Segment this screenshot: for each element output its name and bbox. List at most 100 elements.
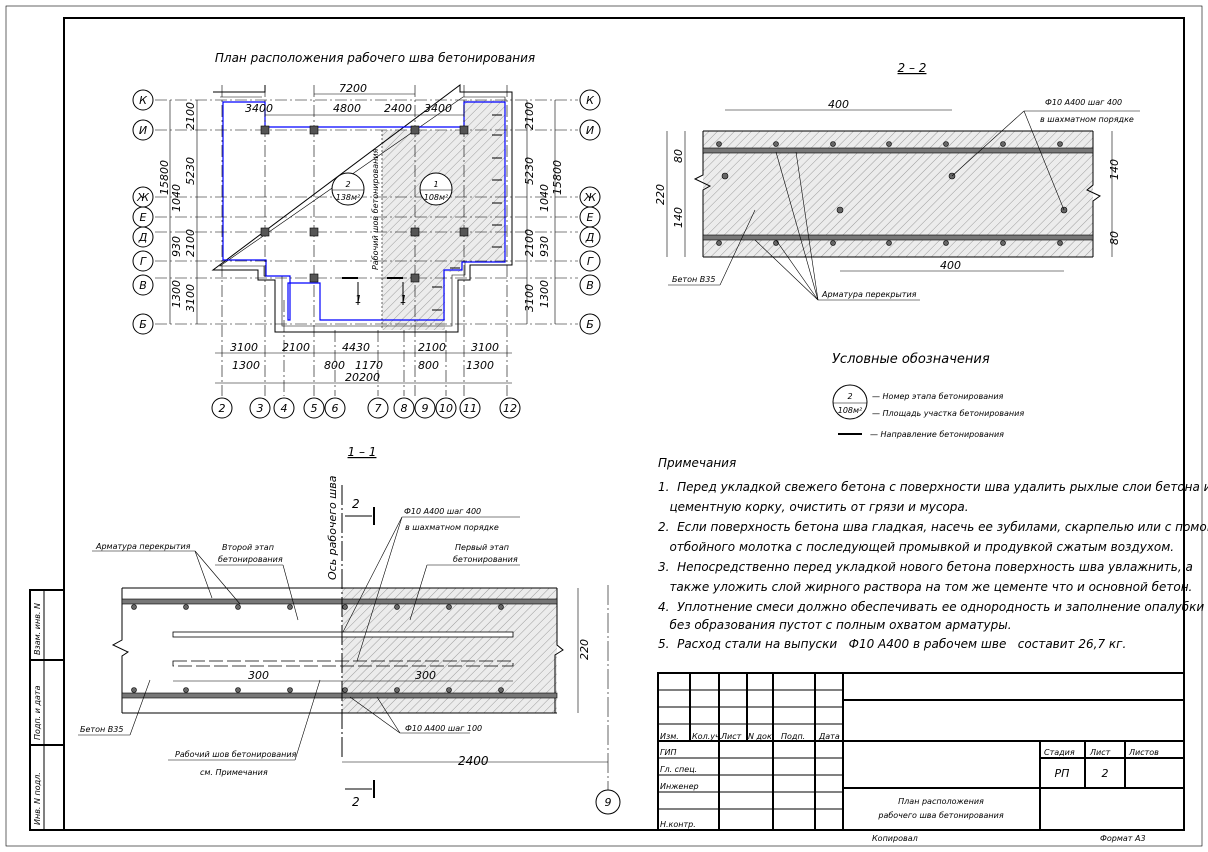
rebar-rod: [1057, 141, 1063, 147]
col-axis-bubble: 8: [393, 397, 415, 419]
col-axis-bubble: 9: [414, 397, 436, 419]
right-dimensions: 2100 5230 15800 1040 930 2100 1300 3100: [523, 100, 564, 324]
floor-plan: План расположения рабочего шва бетониров…: [132, 51, 601, 419]
seam-label: Рабочий шов бетонирования: [371, 148, 380, 270]
drawing-text: 6: [332, 402, 339, 415]
rebar-rod: [943, 240, 949, 246]
legend: Условные обозначения 2 108м² — Номер эта…: [832, 352, 1024, 439]
col-axes: [221, 85, 508, 396]
drawing-text: Второй этап: [222, 543, 274, 552]
section-title: 2 – 2: [898, 61, 927, 75]
drawing-text: Ф10 А400 шаг 100: [405, 724, 482, 733]
stage1-marker: 1 108м²: [419, 172, 453, 206]
rebar-rod: [394, 687, 400, 693]
drawing-text: 1040: [538, 184, 551, 212]
drawing-text: 12: [503, 402, 517, 415]
drawing-text: в шахматном порядке: [1040, 115, 1134, 124]
drawing-text: 2100: [523, 229, 536, 257]
col-axis-bubble: 7: [367, 397, 389, 419]
col-axis-bubble: 12: [499, 397, 521, 419]
drawing-text: 108м²: [838, 406, 863, 415]
drawing-text: 300: [415, 669, 436, 682]
drawing-text: см. Примечания: [200, 768, 268, 777]
col-axis-bubble: 11: [459, 397, 481, 419]
drawing-text: 220: [578, 639, 591, 660]
drawing-text: 2. Если поверхность бетона шва гладкая, …: [658, 520, 1208, 534]
drawing-text: N док.: [748, 732, 774, 741]
drawing-text: 300: [248, 669, 269, 682]
drawing-text: 5230: [184, 157, 197, 185]
drawing-text: Лист: [720, 732, 742, 741]
rebar-rod: [342, 687, 348, 693]
drawing-text: 1300: [538, 280, 551, 308]
drawing-text: 15800: [158, 160, 171, 195]
plan-title: План расположения рабочего шва бетониров…: [215, 51, 535, 65]
col-axis-bubble: 5: [303, 397, 325, 419]
col-axis-bubble: 6: [324, 397, 346, 419]
row-axis-bubble: К: [579, 89, 601, 111]
drawing-text: 2100: [184, 102, 197, 130]
cut-label: 1: [355, 293, 362, 306]
title-block: Изм. Кол.уч. Лист N док. Подп. Дата ГИП …: [657, 672, 1185, 843]
rebar-rod: [131, 687, 137, 693]
drawing-text: 3100: [471, 341, 499, 354]
rebar-rod: [773, 141, 779, 147]
drawing-text: бетонирования: [218, 555, 283, 564]
drawing-text: — Площадь участка бетонирования: [872, 409, 1024, 418]
drawing-text: 4430: [342, 341, 370, 354]
rebar-rod: [830, 240, 836, 246]
drawing-text: В: [139, 279, 147, 292]
drawing-text: 2: [1102, 767, 1109, 780]
row-axis-bubble: К: [132, 89, 154, 111]
rebar-rod: [394, 604, 400, 610]
drawing-text: Ж: [136, 191, 150, 204]
rebar-rod: [830, 141, 836, 147]
drawing-text: Копировал: [872, 834, 918, 843]
rebar-rod: [1000, 141, 1006, 147]
drawing-text: 2: [352, 497, 360, 511]
drawing-title: рабочего шва бетонирования: [877, 811, 1003, 820]
drawing-text: Н.контр.: [660, 820, 696, 829]
drawing-text: К: [139, 94, 148, 107]
drawing-text: Г: [140, 255, 147, 268]
drawing-text: 930: [538, 236, 551, 257]
col-axis-bubble: 4: [273, 397, 295, 419]
drawing-text: 2: [219, 402, 226, 415]
drawing-text: — Номер этапа бетонирования: [872, 392, 1004, 401]
drawing-text: без образования пустот с полным охватом …: [658, 618, 1012, 632]
col-axis-bubble: 10: [435, 397, 457, 419]
section-2-2: 2 – 2 400 400 220 80 140 140 80 Ф10 А400…: [654, 61, 1140, 301]
drawing-text: 138м²: [336, 193, 361, 202]
drawing-text: Ф10 А400 шаг 400: [404, 507, 481, 516]
rebar-rod: [886, 240, 892, 246]
drawing-text: Ж: [583, 191, 597, 204]
drawing-title: План расположения: [898, 797, 984, 806]
drawing-text: Б: [139, 318, 147, 331]
drawing-text: Гл. спец.: [660, 765, 697, 774]
drawing-text: отбойного молотка с последующей промывко…: [658, 540, 1174, 554]
drawing-text: 7200: [339, 82, 367, 95]
drawing-text: 15800: [551, 160, 564, 195]
drawing-text: 10: [439, 402, 453, 415]
drawing-text: 1. Перед укладкой свежего бетона с повер…: [658, 480, 1208, 494]
row-axis-bubble: Б: [132, 313, 154, 335]
row-axis-bubble: Б: [579, 313, 601, 335]
inner-frame: [63, 17, 1185, 831]
drawing-text: 400: [828, 98, 849, 111]
drawing-text: Стадия: [1044, 748, 1075, 757]
row-axis-bubble: Е: [579, 206, 601, 228]
row-axis-bubble: В: [579, 274, 601, 296]
stage2-marker: 2 138м²: [331, 172, 365, 206]
drawing-text: Б: [586, 318, 594, 331]
rebar-rod: [131, 604, 137, 610]
drawing-text: — Направление бетонирования: [870, 430, 1004, 439]
drawing-text: 2100: [282, 341, 310, 354]
drawing-text: Ф10 А400 шаг 400: [1045, 98, 1122, 107]
rebar-rod: [1057, 240, 1063, 246]
drawing-text: также уложить слой жирного раствора на т…: [658, 580, 1192, 594]
drawing-text: 80: [1108, 231, 1121, 245]
outer-border: [5, 5, 1203, 847]
